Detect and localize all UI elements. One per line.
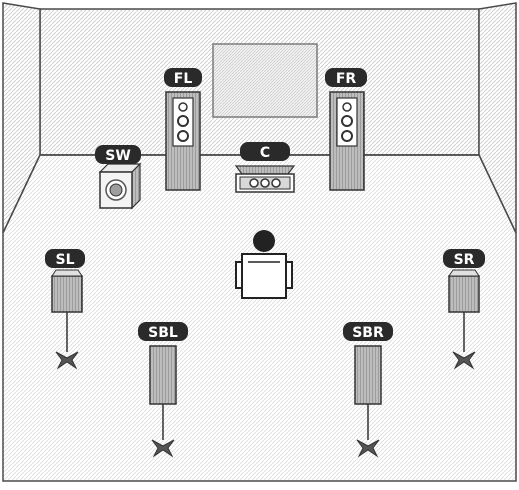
label-front-left: FL bbox=[174, 71, 193, 87]
label-surround-back-right-badge: SBR bbox=[343, 322, 393, 341]
speaker-front-right bbox=[330, 92, 364, 190]
label-surround-left-badge: SL bbox=[45, 249, 85, 268]
floor bbox=[3, 155, 516, 481]
label-surround-left: SL bbox=[55, 252, 74, 268]
tv-screen bbox=[213, 44, 317, 117]
label-surround-back-right: SBR bbox=[352, 325, 384, 341]
label-surround-back-left-badge: SBL bbox=[138, 322, 188, 341]
speaker-center bbox=[236, 166, 294, 192]
label-front-left-badge: FL bbox=[164, 68, 202, 87]
label-front-right: FR bbox=[336, 71, 357, 87]
label-surround-right-badge: SR bbox=[443, 249, 485, 268]
label-center: C bbox=[260, 145, 270, 161]
label-center-badge: C bbox=[240, 142, 290, 161]
label-surround-right: SR bbox=[454, 252, 475, 268]
label-surround-back-left: SBL bbox=[148, 325, 178, 341]
label-subwoofer-badge: SW bbox=[95, 145, 141, 164]
speaker-front-left bbox=[166, 92, 200, 190]
label-front-right-badge: FR bbox=[325, 68, 367, 87]
label-subwoofer: SW bbox=[105, 148, 131, 164]
speaker-subwoofer bbox=[100, 164, 140, 208]
